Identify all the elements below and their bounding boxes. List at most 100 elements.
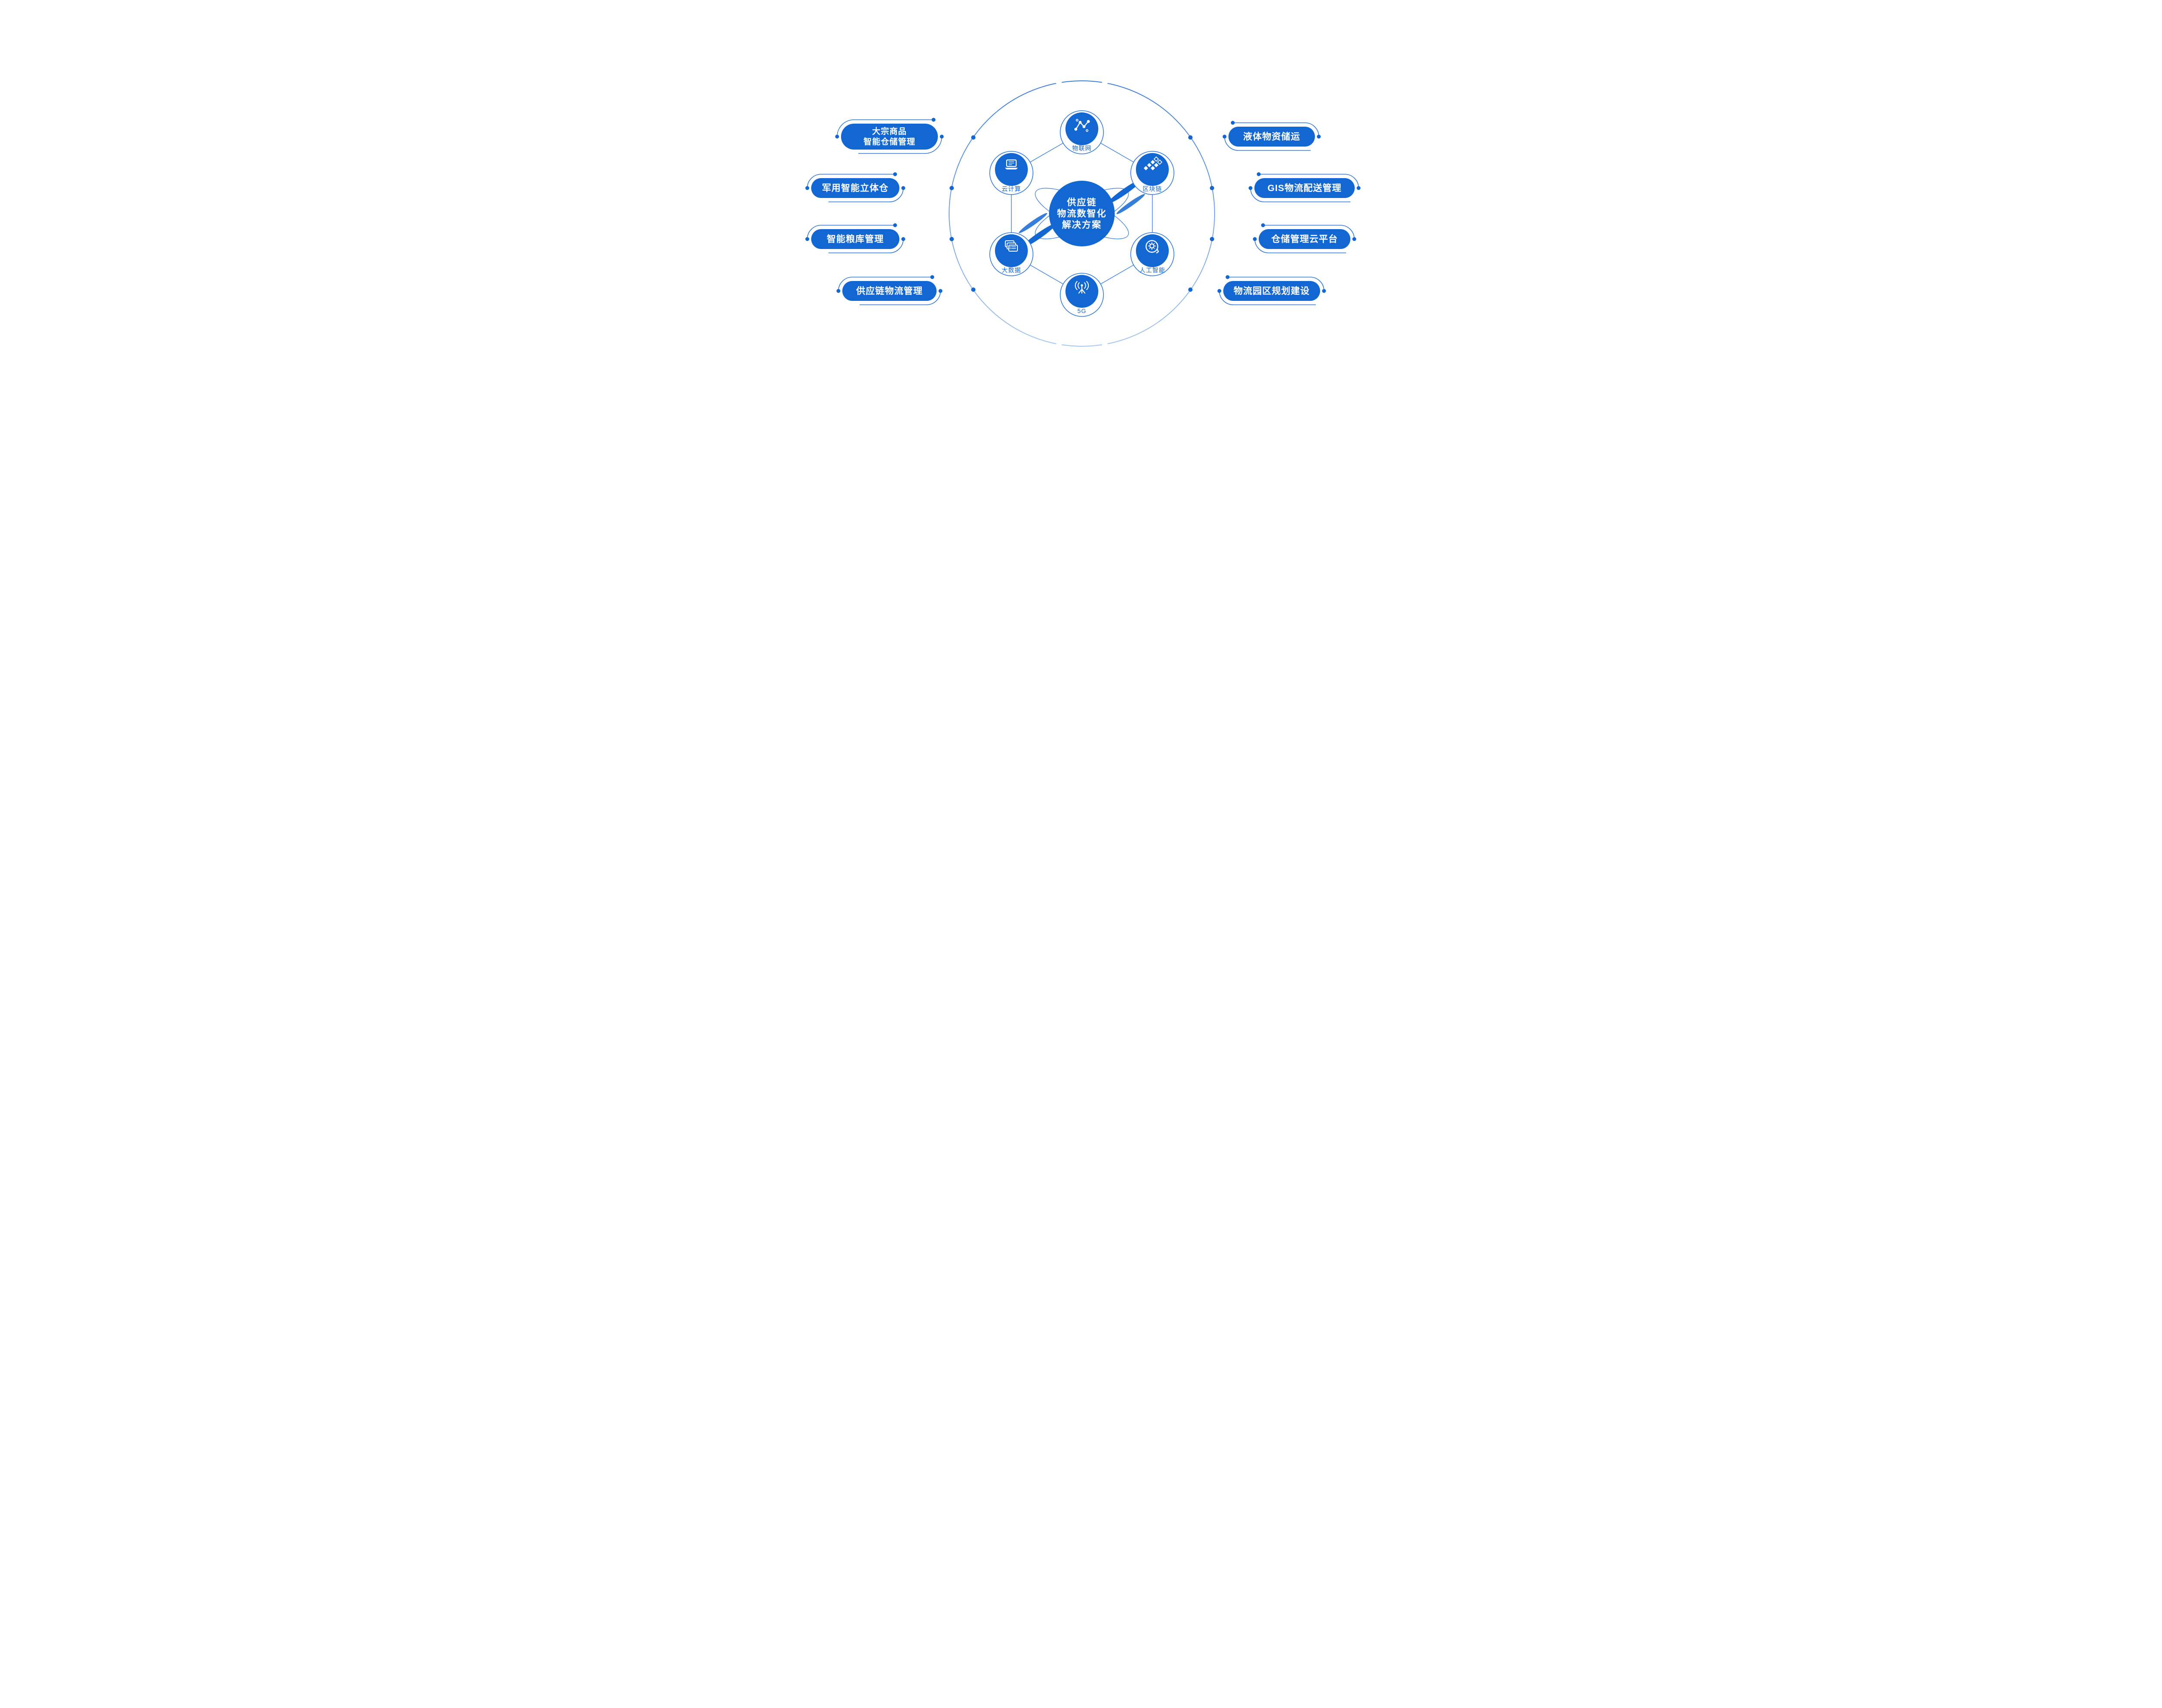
stacked-documents-icon [1004, 240, 1018, 252]
pill-label: 军用智能立体仓 [822, 183, 889, 193]
pill-arc [828, 188, 904, 202]
pill-bg [1258, 229, 1350, 249]
pill-bg [811, 178, 899, 198]
pill-left-grain-depot: 智能粮库管理 [805, 223, 905, 253]
pill-right-liquid-storage: 液体物资储运 [1222, 121, 1321, 151]
ring-dot [1209, 186, 1214, 190]
deco-dot [901, 237, 905, 241]
pill-label: 供应链物流管理 [856, 286, 923, 296]
pill-arc [1258, 174, 1359, 188]
node-blockchain: 区块链 [1130, 151, 1174, 195]
pill-left-bulk-commodity: 大宗商品 智能仓储管理 [835, 118, 943, 154]
node-label: 人工智能 [1139, 267, 1165, 274]
leaf-shape [1107, 179, 1142, 204]
pill-arc [858, 136, 942, 154]
pill-label: 智能仓储管理 [863, 137, 915, 147]
ring-dot [949, 237, 954, 241]
pill-right-gis-delivery: GIS物流配送管理 [1248, 172, 1360, 202]
pill-arc [1227, 277, 1324, 291]
deco-dot [1225, 275, 1229, 279]
leaf-shape [1022, 223, 1056, 248]
pill-arc [828, 239, 904, 253]
deco-dot [893, 172, 897, 176]
node-label: 大数据 [1001, 267, 1021, 274]
node-label: 区块链 [1142, 185, 1162, 192]
pill-arc [806, 225, 895, 239]
deco-dot [930, 275, 934, 279]
deco-dot [1322, 289, 1326, 293]
ring-dot [971, 135, 975, 140]
pill-arc [1219, 291, 1316, 305]
center-circle: 供应链 物流数智化 解决方案 [1049, 181, 1115, 246]
pill-arc [1250, 188, 1350, 202]
deco-dot [931, 118, 935, 122]
node-5g: 5G [1059, 273, 1104, 317]
pill-bg [811, 229, 899, 249]
deco-dot [1261, 223, 1265, 227]
deco-dot [938, 289, 942, 293]
pill-right-warehouse-cloud: 仓储管理云平台 [1253, 223, 1356, 253]
deco-dot [835, 134, 839, 139]
pill-label: 智能粮库管理 [827, 234, 884, 244]
deco-dot [1352, 237, 1356, 241]
deco-dot [1257, 172, 1260, 176]
ring-dot [1188, 135, 1193, 140]
node-label: 5G [1077, 307, 1086, 314]
deco-dot [1217, 289, 1221, 293]
ring-dot [971, 287, 975, 292]
pill-left-military-warehouse: 军用智能立体仓 [805, 172, 905, 202]
pill-bg [1223, 281, 1320, 301]
ring-dot [1209, 237, 1214, 241]
deco-dot [901, 186, 905, 190]
diagram-canvas: 供应链 物流数智化 解决方案 物联网 区块链 [756, 0, 1407, 427]
pill-arc [859, 291, 941, 305]
head-gear-icon [1145, 240, 1159, 254]
ring-dot [1188, 287, 1193, 292]
node-cloud: 云计算 [989, 151, 1033, 195]
pill-arc [838, 277, 932, 291]
deco-dot [1248, 186, 1252, 190]
deco-dot [805, 237, 809, 241]
node-iot: 物联网 [1059, 110, 1104, 154]
pill-label: 大宗商品 [872, 126, 906, 136]
outer-ring [948, 80, 1215, 347]
pill-arc [1263, 225, 1355, 239]
deco-dot [1317, 134, 1321, 139]
network-nodes-icon [1074, 119, 1090, 132]
pill-label: GIS物流配送管理 [1267, 183, 1341, 193]
deco-dot [836, 289, 840, 293]
pill-arc [836, 119, 934, 137]
deco-dot [1253, 237, 1257, 241]
leaf-shape [1116, 194, 1145, 214]
node-ai: 人工智能 [1130, 232, 1174, 276]
ring-dot [949, 186, 954, 190]
deco-dot [1356, 186, 1360, 190]
deco-dot [1231, 121, 1235, 125]
center-title-line3: 解决方案 [1062, 220, 1102, 230]
node-bigdata: 大数据 [989, 232, 1033, 276]
pill-right-logistics-park: 物流园区规划建设 [1217, 275, 1326, 305]
pill-label: 仓储管理云平台 [1271, 234, 1338, 244]
pill-arc [1232, 122, 1319, 137]
leaf-shape [1018, 213, 1047, 233]
center-title-line1: 供应链 [1066, 197, 1097, 208]
pill-label: 液体物资储运 [1243, 131, 1300, 142]
ring-dots [949, 135, 1214, 292]
pill-bg [1254, 178, 1355, 198]
pill-arc [806, 174, 895, 188]
pill-arc [1224, 136, 1311, 151]
diagram-svg: 供应链 物流数智化 解决方案 物联网 区块链 [805, 80, 1360, 347]
pill-bg [841, 124, 938, 150]
ring-gaps [1056, 80, 1107, 347]
pill-bg [1228, 127, 1315, 147]
block-cluster-icon [1143, 156, 1162, 170]
deco-dot [893, 223, 897, 227]
node-label: 物联网 [1072, 145, 1091, 152]
center-title-line2: 物流数智化 [1057, 208, 1107, 219]
pill-bg [842, 281, 937, 301]
antenna-icon [1075, 281, 1089, 294]
deco-dot [1222, 134, 1226, 139]
node-label: 云计算 [1001, 185, 1021, 192]
deco-dot [940, 134, 943, 139]
laptop-icon [1004, 159, 1018, 169]
